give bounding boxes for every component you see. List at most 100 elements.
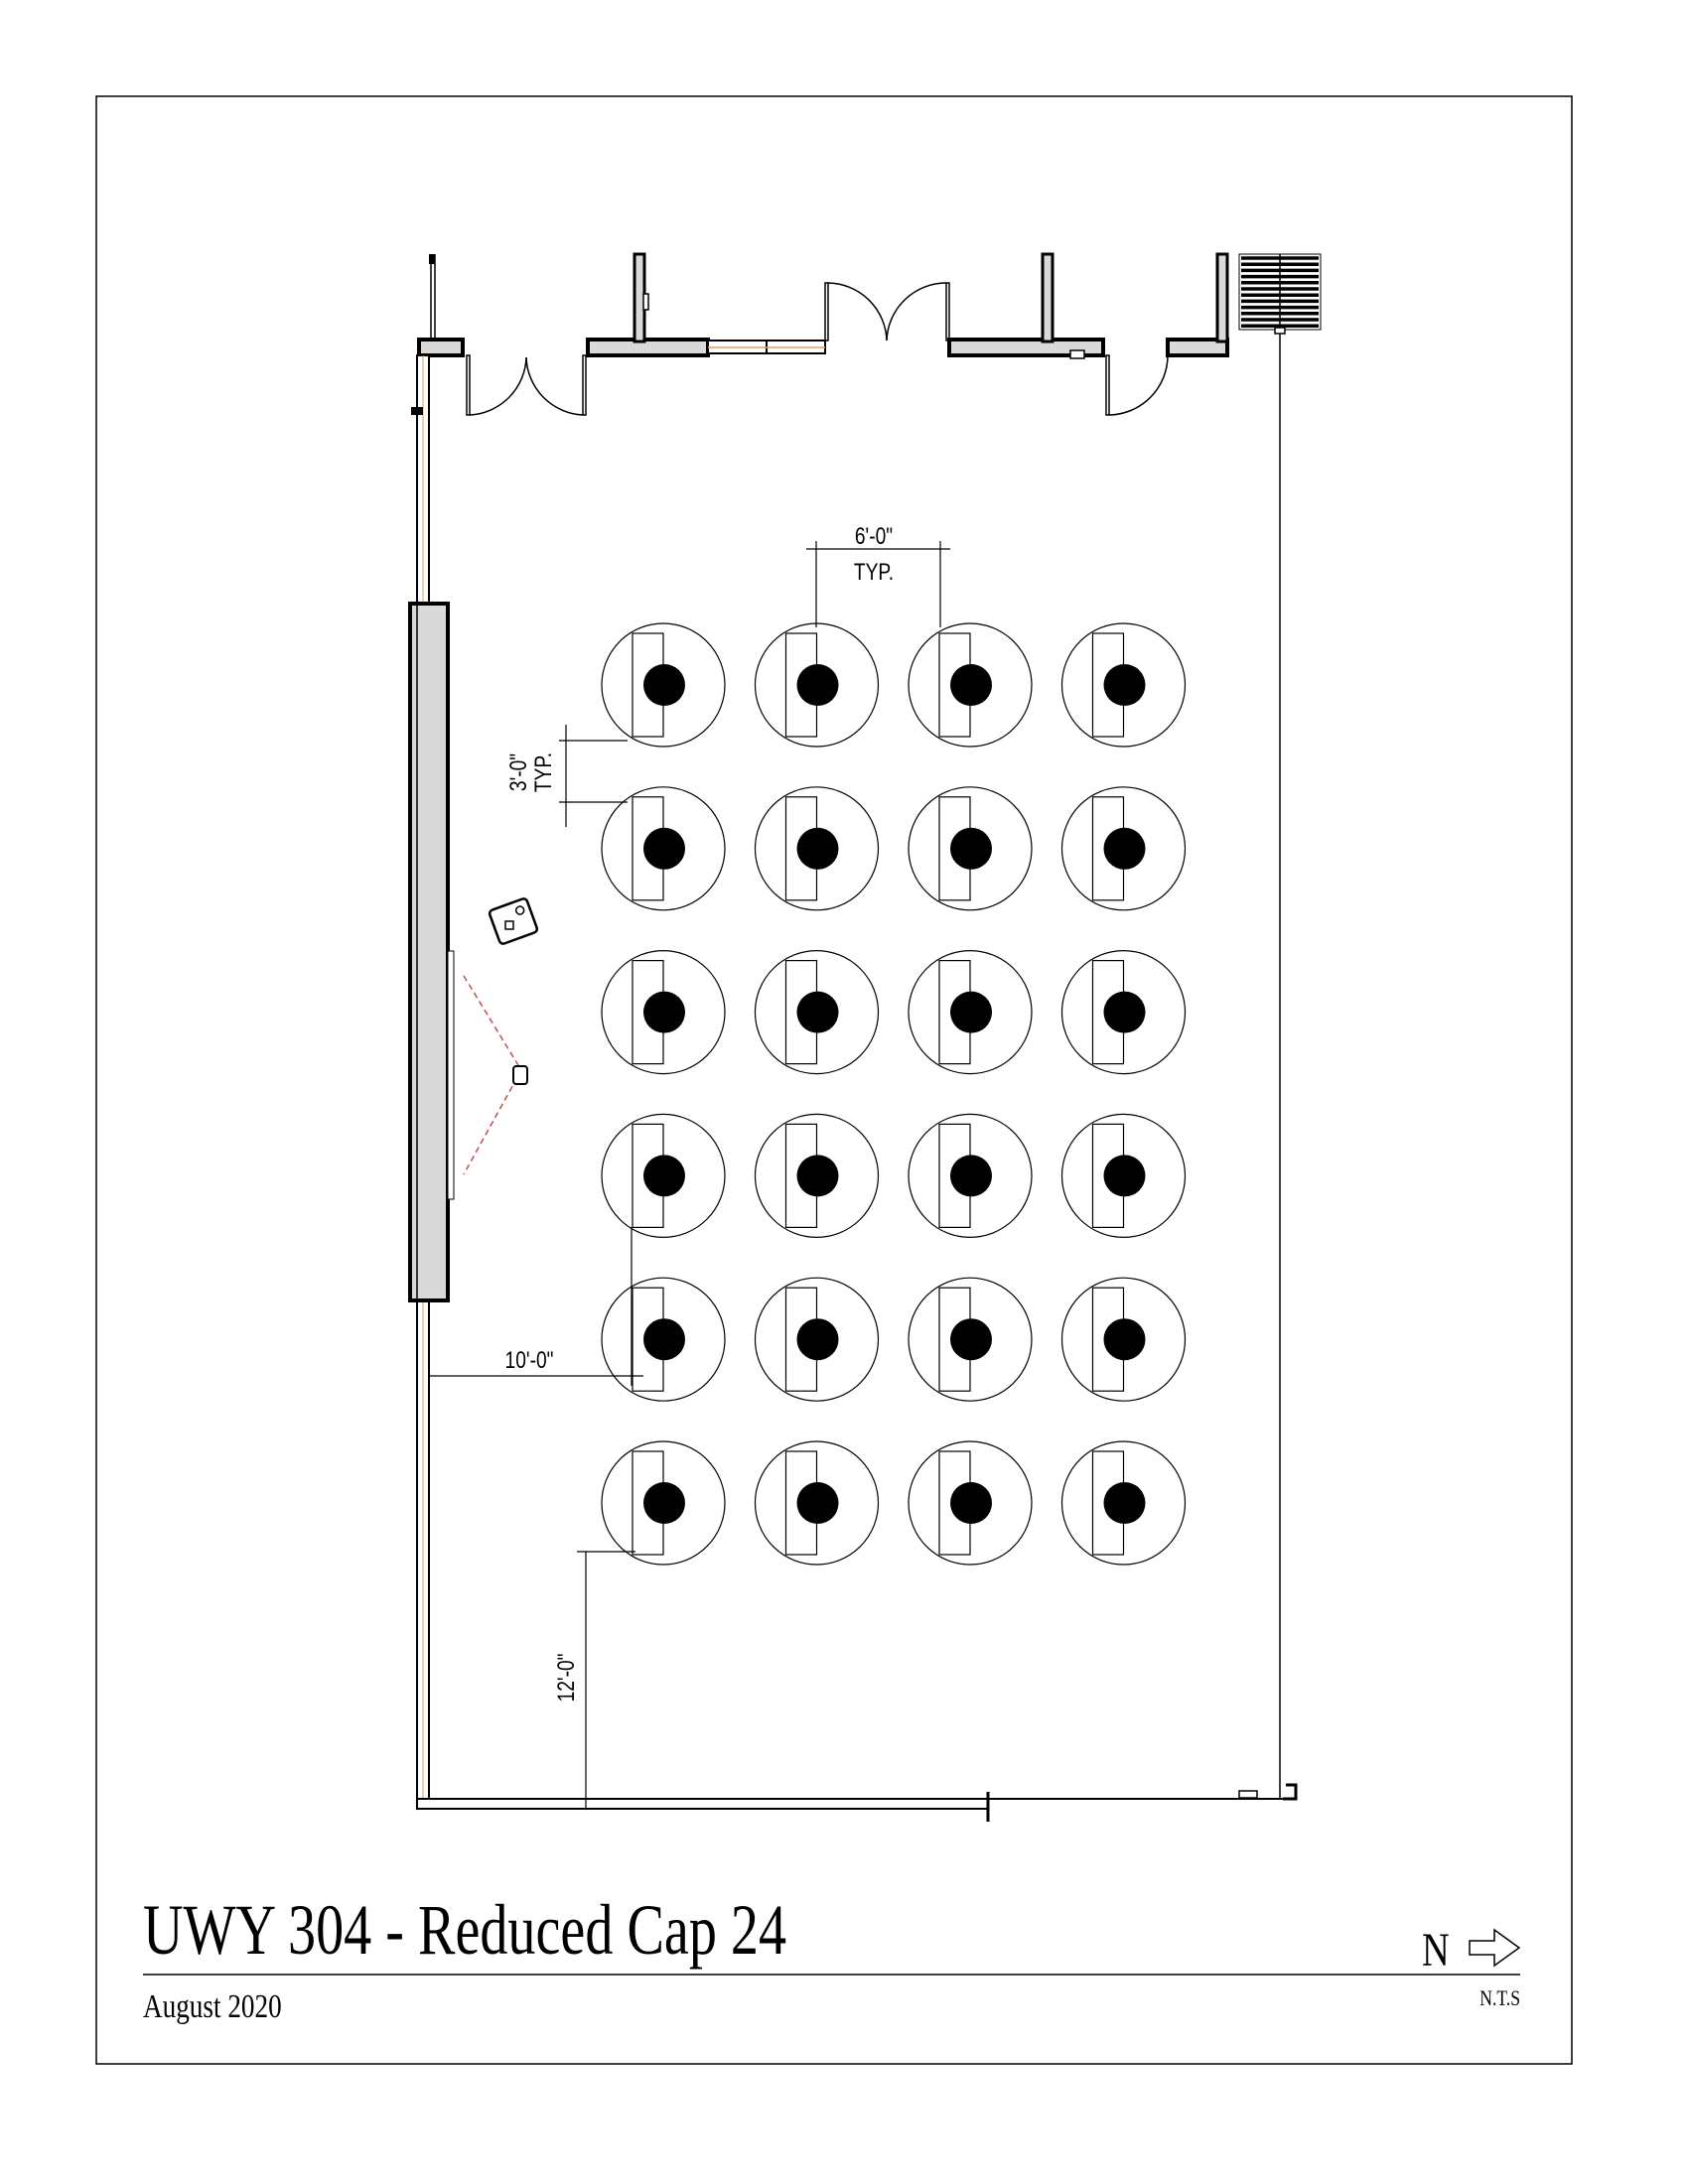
door-left-double <box>466 354 587 416</box>
wall-segment <box>586 338 710 357</box>
seat <box>908 1440 1033 1566</box>
chair <box>1103 991 1146 1033</box>
chair <box>950 827 992 870</box>
seat-clearance-circle <box>754 786 880 911</box>
wall-segment <box>1215 252 1229 343</box>
seat-clearance-circle <box>754 949 880 1075</box>
door-center-double <box>824 282 950 341</box>
seat <box>601 1440 726 1566</box>
chair <box>1103 1318 1146 1361</box>
seat <box>1060 622 1187 748</box>
seat-clearance-circle <box>601 1277 726 1402</box>
seat-clearance-circle <box>1060 949 1187 1075</box>
seat <box>601 1277 726 1402</box>
wall-outlet <box>1069 349 1085 359</box>
seat <box>601 1113 726 1239</box>
projector-icon <box>512 1065 528 1085</box>
seat <box>1060 949 1187 1075</box>
chair <box>950 1482 992 1524</box>
projector <box>463 897 539 1175</box>
seat <box>754 1113 880 1239</box>
seat <box>908 786 1033 911</box>
seat-clearance-circle <box>908 1113 1033 1239</box>
seat-clearance-circle <box>754 1440 880 1566</box>
seat <box>754 1440 880 1566</box>
chair <box>643 1482 685 1524</box>
seat <box>754 622 880 748</box>
wall-segment <box>1041 252 1055 343</box>
chair <box>1103 1482 1146 1524</box>
dimensions: 6'-0" TYP. 3'-0" TYP. 10'-0" 12'-0" <box>429 522 950 1809</box>
chair <box>950 664 992 706</box>
chair <box>643 1318 685 1361</box>
seating-grid <box>601 622 1187 1566</box>
chair <box>796 1318 839 1361</box>
drawing-title: UWY 304 - Reduced Cap 24 <box>143 1889 786 1969</box>
seat-clearance-circle <box>601 786 726 911</box>
seat <box>908 1113 1033 1239</box>
chair <box>643 1155 685 1197</box>
seat <box>908 949 1033 1075</box>
seat-clearance-circle <box>908 622 1033 748</box>
seat-clearance-circle <box>601 622 726 748</box>
seat-clearance-circle <box>908 786 1033 911</box>
seat-spacing-note: TYP. <box>854 558 894 586</box>
whiteboard <box>408 602 455 1302</box>
seat-clearance-circle <box>1060 622 1187 748</box>
row-spacing-note: TYP. <box>529 752 557 792</box>
chair <box>950 1318 992 1361</box>
chair <box>643 827 685 870</box>
row-spacing-label: 3'-0" <box>504 753 532 791</box>
rear-clearance-label: 12'-0" <box>552 1654 580 1703</box>
chair <box>1103 827 1146 870</box>
seat-clearance-circle <box>908 1440 1033 1566</box>
chair <box>1103 664 1146 706</box>
door-right-single <box>1105 354 1169 416</box>
north-label: N <box>1422 1924 1450 1977</box>
door-handle <box>642 293 649 311</box>
seat-clearance-circle <box>1060 786 1187 911</box>
seat-clearance-circle <box>754 1277 880 1402</box>
chair <box>796 664 839 706</box>
seat <box>754 1277 880 1402</box>
seat-spacing-label: 6'-0" <box>855 522 893 550</box>
seat-clearance-circle <box>1060 1277 1187 1402</box>
seat <box>601 786 726 911</box>
seat <box>601 949 726 1075</box>
doors <box>466 282 1169 416</box>
lectern-icon <box>488 897 539 945</box>
seat <box>1060 1113 1187 1239</box>
title-block: UWY 304 - Reduced Cap 24 August 2020 N N… <box>143 1889 1521 2025</box>
seat-clearance-circle <box>908 949 1033 1075</box>
chair <box>796 1482 839 1524</box>
north-arrow-icon <box>1469 1928 1521 1968</box>
chair <box>796 991 839 1033</box>
seat <box>1060 1277 1187 1402</box>
seat-clearance-circle <box>1060 1113 1187 1239</box>
drawing-date: August 2020 <box>143 1987 282 2025</box>
chair <box>950 1155 992 1197</box>
chair <box>796 827 839 870</box>
seat <box>1060 1440 1187 1566</box>
seat-clearance-circle <box>601 1440 726 1566</box>
room-walls <box>411 252 1298 1822</box>
sheet-border <box>95 95 1573 2065</box>
seat-clearance-circle <box>601 949 726 1075</box>
seat <box>601 622 726 748</box>
chair <box>950 991 992 1033</box>
seat-clearance-circle <box>754 1113 880 1239</box>
seat <box>908 1277 1033 1402</box>
scale-note: N.T.S <box>1479 1986 1520 2010</box>
wall-segment <box>417 338 465 357</box>
seat-clearance-circle <box>601 1113 726 1239</box>
seat-clearance-circle <box>1060 1440 1187 1566</box>
chair <box>796 1155 839 1197</box>
seat-clearance-circle <box>908 1277 1033 1402</box>
chair <box>1103 1155 1146 1197</box>
front-clearance-label: 10'-0" <box>505 1346 554 1374</box>
seat <box>1060 786 1187 911</box>
seat <box>908 622 1033 748</box>
chair <box>643 991 685 1033</box>
stair <box>1238 253 1322 335</box>
